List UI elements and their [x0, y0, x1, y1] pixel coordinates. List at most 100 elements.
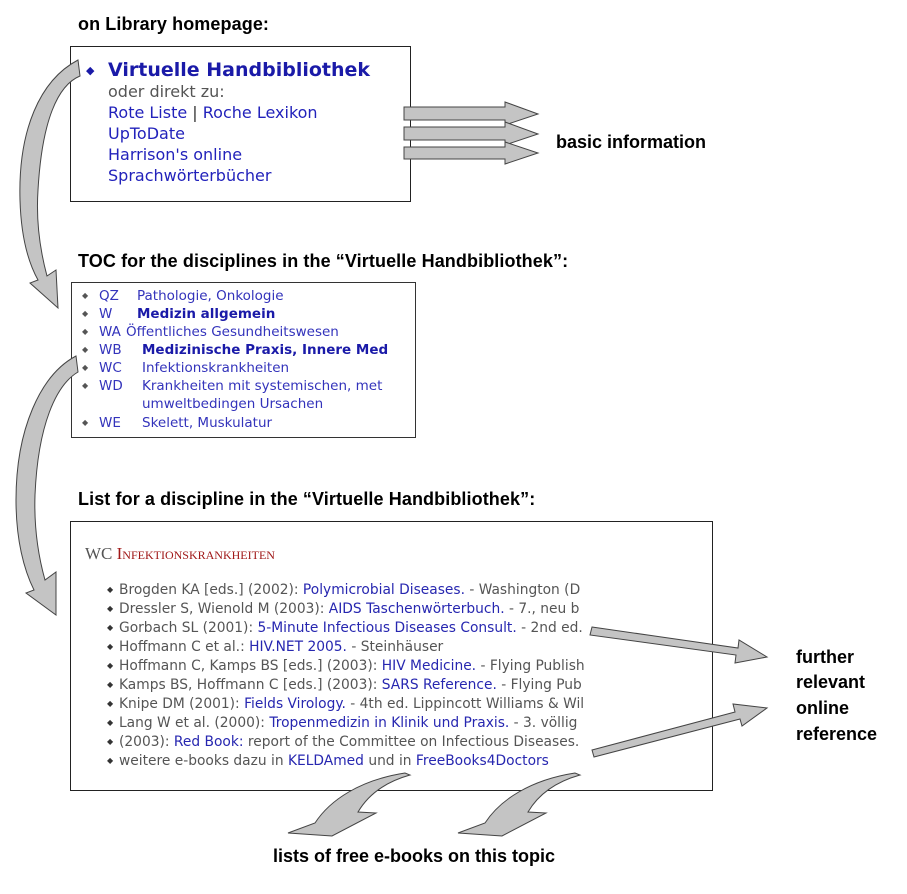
toc-name[interactable]: Infektionskrankheiten [142, 360, 290, 376]
bullet-icon: ◆ [107, 680, 114, 689]
list-item: ◆ (2003): Red Book: report of the Committ… [107, 732, 579, 751]
harrisons-online-link[interactable]: Harrison's online [108, 145, 243, 164]
bullet-icon: ◆ [82, 418, 89, 427]
bullet-icon: ◆ [82, 345, 89, 354]
roche-lexikon-link[interactable]: Roche Lexikon [202, 103, 318, 122]
toc-code: WB [99, 342, 122, 358]
entry-author: Hoffmann C, Kamps BS [eds.] (2003): [119, 658, 382, 674]
entry-link[interactable]: AIDS Taschenwörterbuch. [328, 601, 505, 617]
virtuelle-handbibliothek-link[interactable]: Virtuelle Handbibliothek [108, 59, 371, 81]
toc-name[interactable]: Krankheiten mit systemischen, met [142, 378, 383, 394]
entry-details: - 3. völlig [509, 715, 578, 731]
entry-text: und in [363, 753, 416, 769]
toc-code: W [99, 306, 113, 322]
bullet-icon: ◆ [107, 623, 114, 632]
free-ebooks-label: lists of free e-books on this topic [273, 846, 556, 866]
list-item: ◆ Lang W et al. (2000): Tropenmedizin in … [107, 713, 577, 732]
toc-code: WD [99, 378, 123, 394]
keldamed-link[interactable]: KELDAmed [287, 753, 364, 769]
bullet-icon: ◆ [107, 737, 114, 746]
list-item: ◆ Hoffmann C, Kamps BS [eds.] (2003): HIV… [107, 656, 585, 675]
entry-author: Gorbach SL (2001): [119, 620, 258, 636]
bullet-icon: ◆ [107, 718, 114, 727]
bullet-icon: ◆ [82, 327, 89, 336]
entry-author: (2003): [119, 734, 174, 750]
discipline-code: WC [85, 544, 113, 563]
entry-link[interactable]: Polymicrobial Diseases. [302, 582, 465, 598]
further-reference-label-line4: reference [796, 724, 878, 744]
toc-name[interactable]: Medizin allgemein [137, 306, 276, 322]
oder-direkt-label: oder direkt zu: [108, 82, 225, 101]
list-item: ◆ Gorbach SL (2001): 5-Minute Infectious … [107, 618, 583, 637]
toc-name[interactable]: Pathologie, Onkologie [137, 288, 284, 304]
entry-text: weitere e-books dazu in [119, 753, 288, 769]
bullet-icon: ◆ [107, 604, 114, 613]
sprachwoerterbuecher-link[interactable]: Sprachwörterbücher [108, 166, 272, 185]
further-reference-label-line2: relevant [796, 672, 866, 692]
entry-author: Kamps BS, Hoffmann C [eds.] (2003): [119, 677, 382, 693]
bullet-icon: ◆ [82, 381, 89, 390]
arrow-basic-info-3 [403, 141, 540, 165]
list-item: ◆ weitere e-books dazu in KELDAmed und in… [107, 751, 549, 770]
entry-link[interactable]: 5-Minute Infectious Diseases Consult. [257, 620, 517, 636]
bullet-icon: ◆ [82, 363, 89, 372]
toc-code: WE [99, 415, 121, 431]
toc-code: WC [99, 360, 122, 376]
bullet-icon: ◆ [86, 64, 95, 77]
entry-details: - Steinhäuser [346, 639, 444, 655]
entry-details: report of the Committee on Infectious Di… [243, 734, 580, 750]
entry-author: Dressler S, Wienold M (2003): [119, 601, 329, 617]
freebooks4doctors-link[interactable]: FreeBooks4Doctors [415, 753, 549, 769]
library-homepage-box: ◆ Virtuelle Handbibliothek oder direkt z… [70, 46, 411, 202]
list-item: ◆ Knipe DM (2001): Fields Virology. - 4th… [107, 694, 584, 713]
entry-details: - 4th ed. Lippincott Williams & Wil [345, 696, 585, 712]
entry-author: Brogden KA [eds.] (2002): [119, 582, 303, 598]
curved-arrow-toc-to-list [15, 355, 79, 616]
heading-toc: TOC for the disciplines in the “Virtuell… [78, 251, 569, 271]
bullet-icon: ◆ [107, 699, 114, 708]
entry-link[interactable]: Fields Virology. [244, 696, 346, 712]
basic-information-label: basic information [556, 132, 707, 152]
toc-name[interactable]: Öffentliches Gesundheitswesen [126, 324, 339, 340]
bullet-icon: ◆ [107, 642, 114, 651]
further-reference-label-line3: online [796, 698, 849, 718]
bullet-icon: ◆ [107, 756, 114, 765]
toc-name[interactable]: Medizinische Praxis, Innere Med [142, 342, 389, 358]
entry-details: - Washington (D [464, 582, 581, 598]
rote-liste-link[interactable]: Rote Liste [108, 103, 188, 122]
bullet-icon: ◆ [107, 661, 114, 670]
toc-code: QZ [99, 288, 119, 304]
toc-code: WA [99, 324, 121, 340]
discipline-title: WC Infektionskrankheiten [85, 544, 275, 564]
list-item: ◆ Kamps BS, Hoffmann C [eds.] (2003): SAR… [107, 675, 582, 694]
discipline-name: Infektionskrankheiten [116, 544, 275, 563]
entry-author: Lang W et al. (2000): [119, 715, 270, 731]
toc-box: ◆ QZ Pathologie, Onkologie ◆ W Medizin a… [71, 282, 416, 438]
entry-link[interactable]: SARS Reference. [381, 677, 497, 693]
discipline-list-box: WC Infektionskrankheiten ◆ Brogden KA [ed… [70, 521, 713, 791]
uptodate-link[interactable]: UpToDate [108, 124, 185, 143]
bullet-icon: ◆ [82, 291, 89, 300]
list-item: ◆ Hoffmann C et al.: HIV.NET 2005. - Stei… [107, 637, 443, 656]
entry-link[interactable]: HIV Medicine. [381, 658, 477, 674]
list-item: ◆ Brogden KA [eds.] (2002): Polymicrobial… [107, 580, 580, 599]
entry-details: - 7., neu b [504, 601, 580, 617]
entry-author: Knipe DM (2001): [119, 696, 245, 712]
heading-library-homepage: on Library homepage: [78, 14, 270, 34]
toc-name-continued[interactable]: umweltbedingen Ursachen [142, 396, 324, 412]
entry-link[interactable]: Red Book: [173, 734, 244, 750]
toc-name[interactable]: Skelett, Muskulatur [142, 415, 273, 431]
bullet-icon: ◆ [82, 309, 89, 318]
list-item: ◆ Dressler S, Wienold M (2003): AIDS Tasc… [107, 599, 579, 618]
entry-details: - Flying Pub [496, 677, 582, 693]
arrow-basic-info-1 [403, 101, 540, 126]
heading-list: List for a discipline in the “Virtuelle … [78, 489, 536, 509]
entry-link[interactable]: Tropenmedizin in Klinik und Praxis. [269, 715, 510, 731]
quick-links-row: Rote Liste | Roche Lexikon [108, 103, 318, 123]
bullet-icon: ◆ [107, 585, 114, 594]
entry-details: - 2nd ed. [516, 620, 583, 636]
entry-details: - Flying Publish [476, 658, 585, 674]
entry-link[interactable]: HIV.NET 2005. [249, 639, 347, 655]
further-reference-label-line1: further [796, 647, 854, 667]
entry-author: Hoffmann C et al.: [119, 639, 250, 655]
